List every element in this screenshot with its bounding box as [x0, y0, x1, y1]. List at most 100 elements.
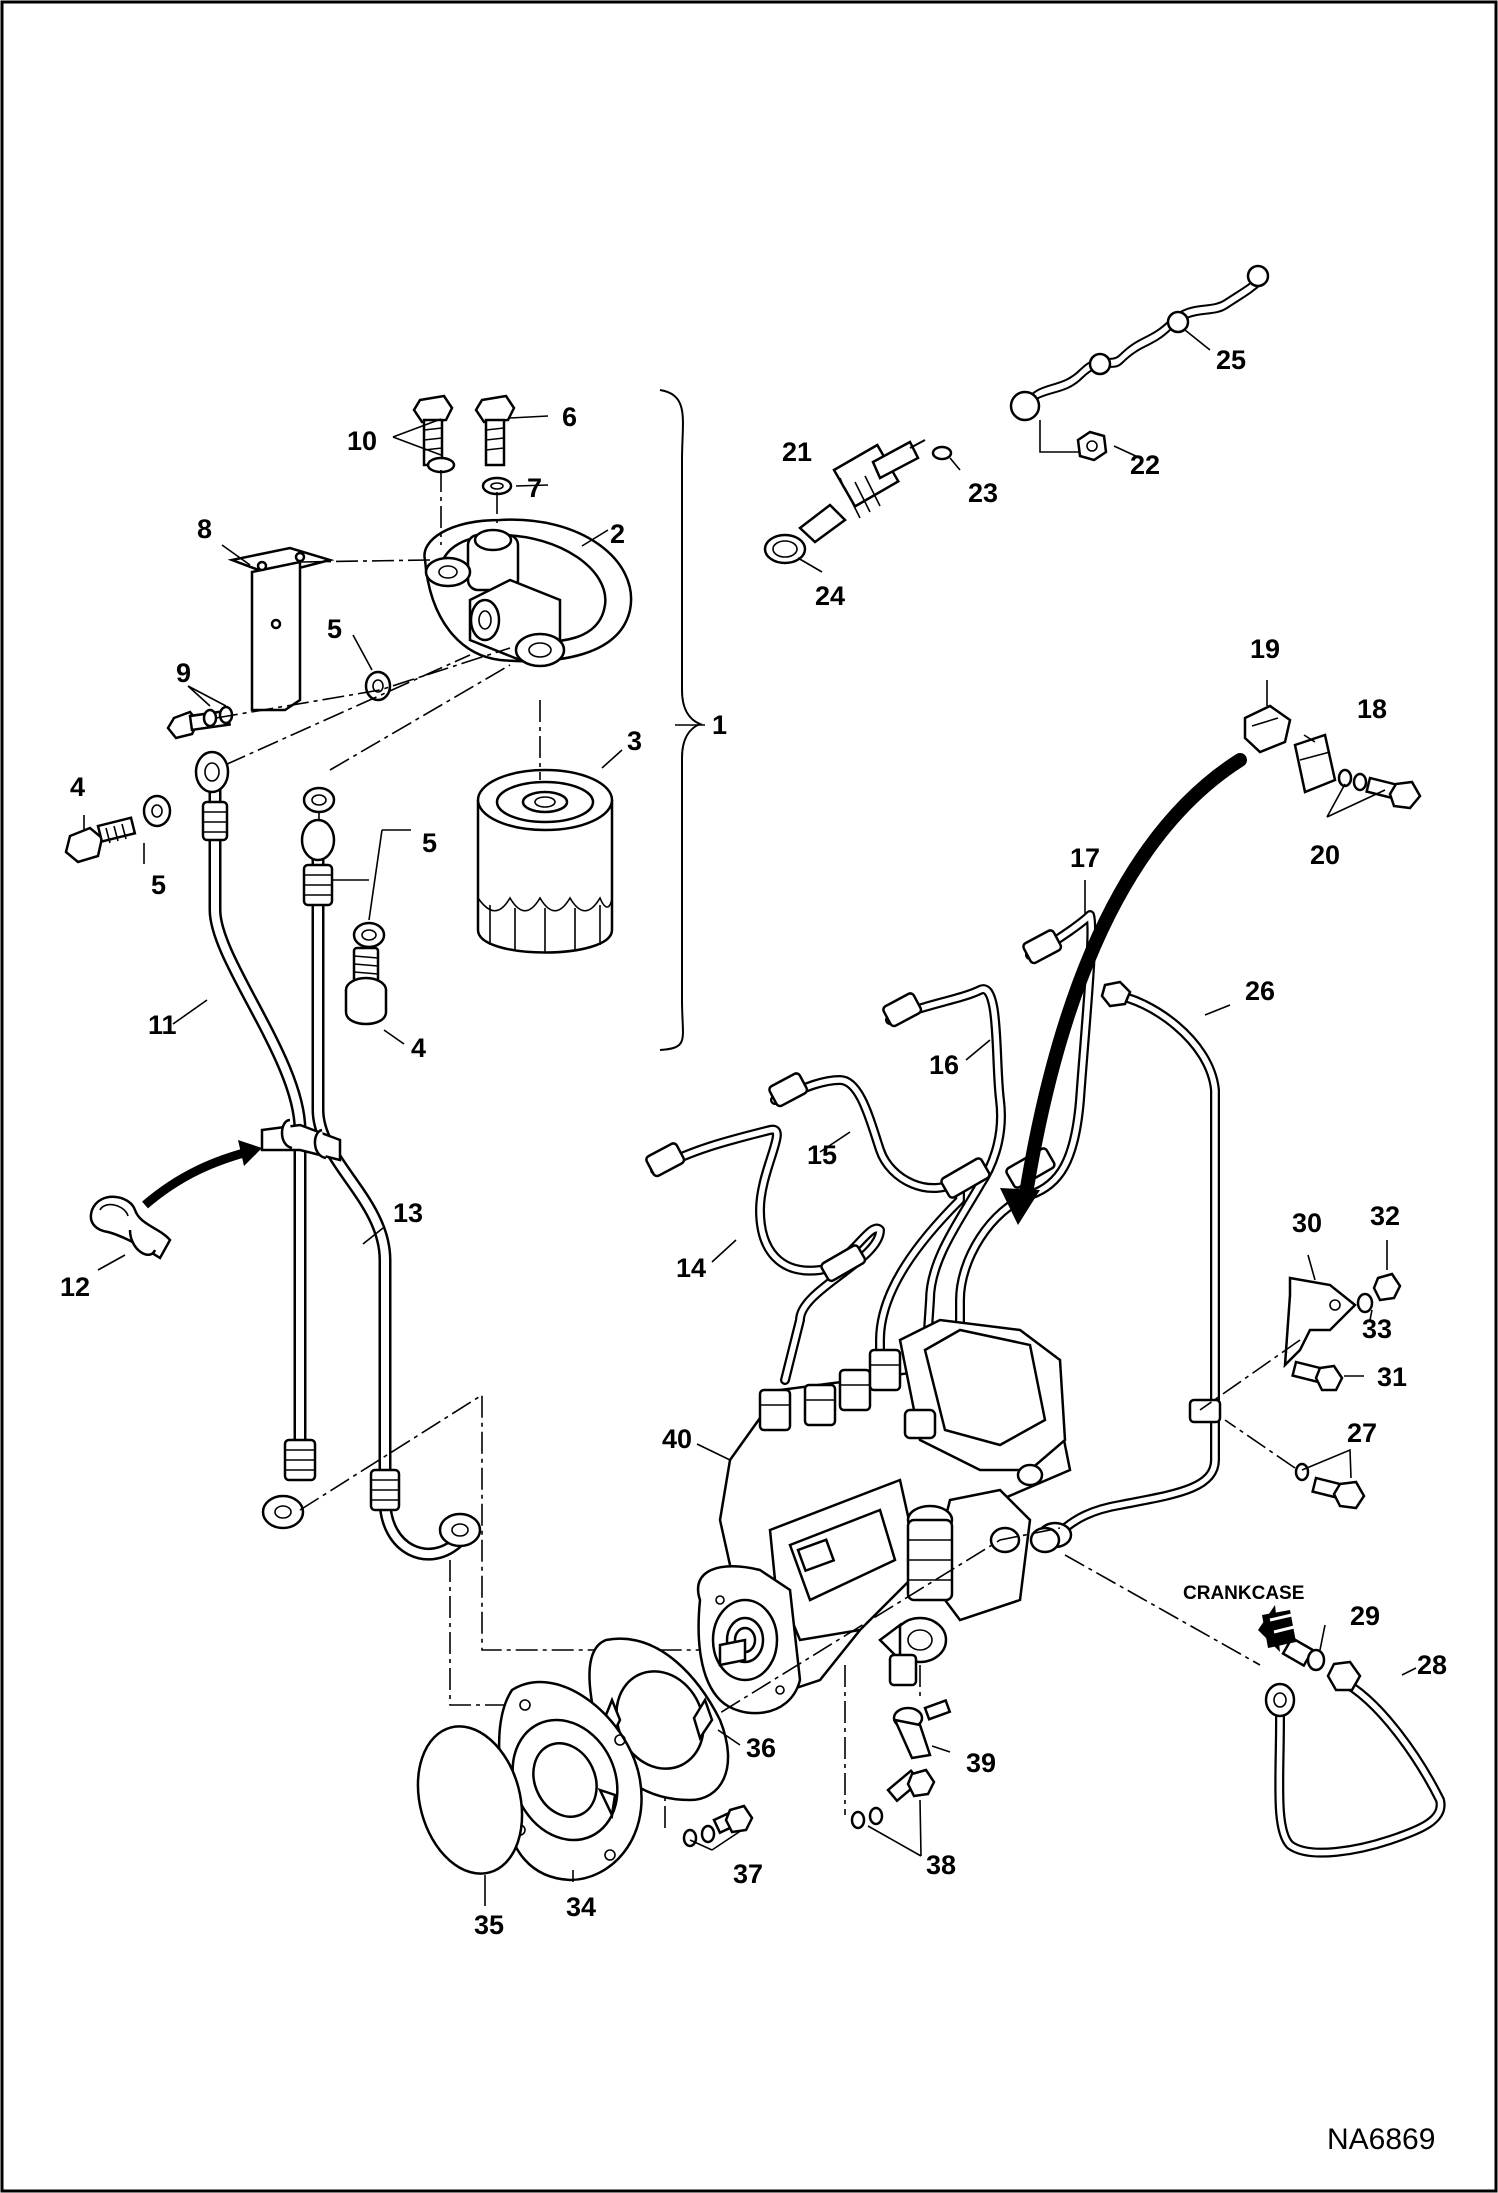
bolt-20 [1337, 768, 1422, 810]
centerline-bracket-30 [1199, 1339, 1301, 1411]
callout-15: 15 [807, 1140, 837, 1170]
fitting-39 [892, 1698, 952, 1760]
clamp-bracket-18 [1293, 733, 1337, 794]
callout-5-upper: 5 [327, 614, 342, 644]
wire-harness [1024, 274, 1261, 403]
gasket-24 [763, 533, 807, 565]
callout-36: 36 [746, 1733, 776, 1763]
callout-29: 29 [1350, 1601, 1380, 1631]
callout-11: 11 [148, 1010, 177, 1040]
crankcase-line [1264, 1660, 1446, 1858]
banjo-bolt-4-right [344, 946, 388, 1026]
nozzle-nut-16 [882, 992, 923, 1028]
clip-direction-arrow [142, 1145, 257, 1209]
return-line-clamp [1188, 1398, 1222, 1424]
callout-23: 23 [968, 478, 998, 508]
clamp-direction-arrow [1018, 753, 1247, 1207]
injection-pump [696, 1318, 1072, 1715]
fuel-line-13 [300, 818, 482, 1561]
callout-14: 14 [676, 1253, 706, 1283]
centerline-line-13-pump [449, 1560, 540, 1706]
callout-13: 13 [393, 1198, 423, 1228]
hose-clip [260, 1118, 342, 1162]
filter-head [423, 518, 633, 668]
fitting-29 [1281, 1636, 1326, 1672]
bracket-30 [1283, 1276, 1357, 1369]
bolt-27 [1294, 1462, 1366, 1510]
filter-cartridge [476, 768, 614, 954]
washer-10 [426, 456, 456, 474]
centerline-pump-left [659, 1527, 1061, 1751]
delivery-valve-3 [838, 1368, 872, 1412]
callout-38: 38 [926, 1850, 956, 1880]
callout-8: 8 [197, 514, 212, 544]
nozzle-nut-17 [1022, 929, 1063, 965]
callout-35: 35 [474, 1910, 504, 1940]
centerline-line-11-pump [299, 1393, 700, 1651]
filter-assembly [64, 389, 703, 1706]
line-clamp-lower [820, 1244, 867, 1283]
delivery-valve-4 [868, 1348, 902, 1392]
callout-32: 32 [1370, 1201, 1400, 1231]
callout-22: 22 [1130, 450, 1160, 480]
centerline-bolts [440, 470, 498, 545]
callout-16: 16 [929, 1050, 959, 1080]
callout-10: 10 [347, 426, 377, 456]
callout-24: 24 [815, 581, 845, 611]
harness-terminal-2 [1166, 310, 1190, 334]
bolt-31 [1291, 1360, 1344, 1392]
harness-terminal-4 [1009, 390, 1041, 422]
line-clamp-middle [940, 1157, 991, 1199]
mounting-bracket [227, 546, 335, 712]
leader-lines [83, 329, 1417, 1906]
callout-5-right: 5 [422, 828, 437, 858]
callout-4-left: 4 [70, 772, 85, 802]
callout-33: 33 [1362, 1314, 1392, 1344]
reference-number: NA6869 [1327, 2123, 1435, 2156]
callout-37: 37 [733, 1859, 763, 1889]
callout-40: 40 [662, 1424, 692, 1454]
glow-plug-group [763, 264, 1270, 565]
cover-plate-35 [416, 1725, 524, 1875]
banjo-bolt-4-left [64, 816, 137, 864]
clamp-19 [1243, 704, 1292, 754]
callout-18: 18 [1357, 694, 1387, 724]
callout-9: 9 [176, 658, 191, 688]
callout-17: 17 [1070, 843, 1100, 873]
nut-22 [1076, 430, 1108, 462]
callout-25: 25 [1216, 345, 1246, 375]
callout-4-right: 4 [411, 1033, 426, 1063]
nozzle-nut-15 [768, 1072, 809, 1108]
injection-lines [645, 910, 1097, 1385]
fuel-line-11 [194, 750, 317, 1530]
callout-5-left: 5 [151, 870, 166, 900]
nut-32 [1372, 1272, 1402, 1302]
harness-terminal-1 [1088, 352, 1112, 376]
delivery-valve-2 [803, 1383, 837, 1427]
centerline-pump-right [1064, 1554, 1261, 1666]
callout-19: 19 [1250, 634, 1280, 664]
washer-23 [931, 445, 953, 461]
bolt-9 [166, 705, 234, 740]
bolts-37 [682, 1804, 754, 1848]
washer-33 [1356, 1292, 1374, 1314]
callout-12: 12 [60, 1272, 90, 1302]
centerline-bolt-27 [1224, 1419, 1296, 1469]
callout-31: 31 [1377, 1362, 1407, 1392]
washer-5-right-bottom [352, 921, 386, 949]
callout-28: 28 [1417, 1650, 1447, 1680]
callout-27: 27 [1347, 1418, 1377, 1448]
centerline-bracket [299, 559, 431, 563]
callout-7: 7 [527, 473, 542, 503]
harness-terminal-3 [1246, 264, 1270, 288]
washer-5-left [142, 794, 172, 828]
callout-20: 20 [1310, 840, 1340, 870]
nozzle-nut-14 [645, 1142, 686, 1178]
delivery-valve-1 [758, 1388, 792, 1432]
callout-22-bracket [1039, 420, 1088, 453]
washer-5-upper [364, 670, 392, 702]
crankcase-label: CRANKCASE [1183, 1583, 1304, 1604]
